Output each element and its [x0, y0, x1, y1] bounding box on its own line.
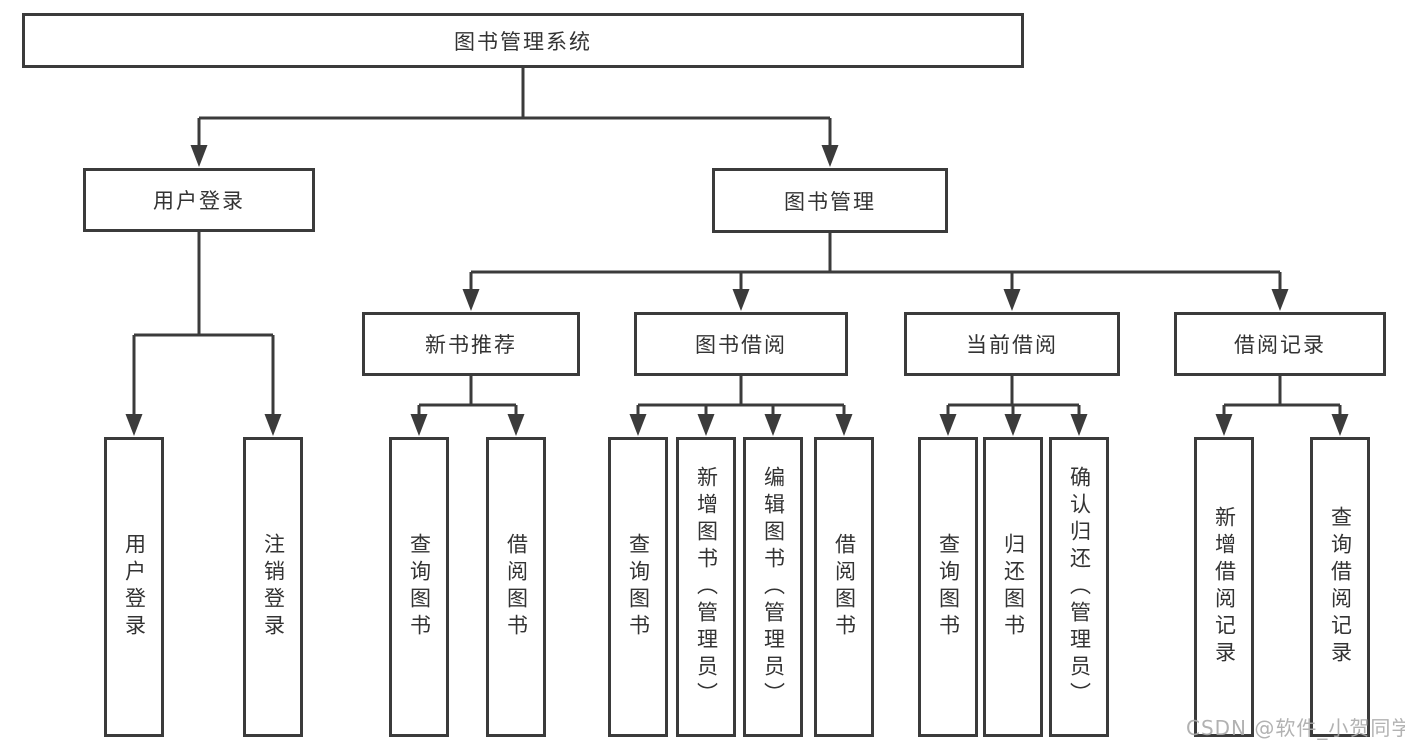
node-borrow-records: 借阅记录 [1174, 312, 1386, 376]
node-book-management: 图书管理 [712, 168, 948, 233]
leaf-current-query-books: 查询图书 [918, 437, 978, 737]
leaf-borrow-query-books: 查询图书 [608, 437, 668, 737]
leaf-add-books-admin: 新增图书（管理员） [676, 437, 736, 737]
node-current-borrow: 当前借阅 [904, 312, 1120, 376]
leaf-confirm-return-admin: 确认归还（管理员） [1049, 437, 1109, 737]
node-new-book-recommend: 新书推荐 [362, 312, 580, 376]
leaf-newbook-query-books: 查询图书 [389, 437, 449, 737]
leaf-query-borrow-record: 查询借阅记录 [1310, 437, 1370, 737]
watermark: CSDN @软件_小贺同学 [1186, 716, 1405, 740]
leaf-logout: 注销登录 [243, 437, 303, 737]
node-root-system: 图书管理系统 [22, 13, 1024, 68]
leaf-edit-books-admin: 编辑图书（管理员） [743, 437, 803, 737]
node-book-borrow: 图书借阅 [634, 312, 848, 376]
leaf-add-borrow-record: 新增借阅记录 [1194, 437, 1254, 737]
leaf-user-login: 用户登录 [104, 437, 164, 737]
leaf-newbook-borrow-books: 借阅图书 [486, 437, 546, 737]
leaf-borrow-books: 借阅图书 [814, 437, 874, 737]
node-user-login: 用户登录 [83, 168, 315, 232]
leaf-return-books: 归还图书 [983, 437, 1043, 737]
